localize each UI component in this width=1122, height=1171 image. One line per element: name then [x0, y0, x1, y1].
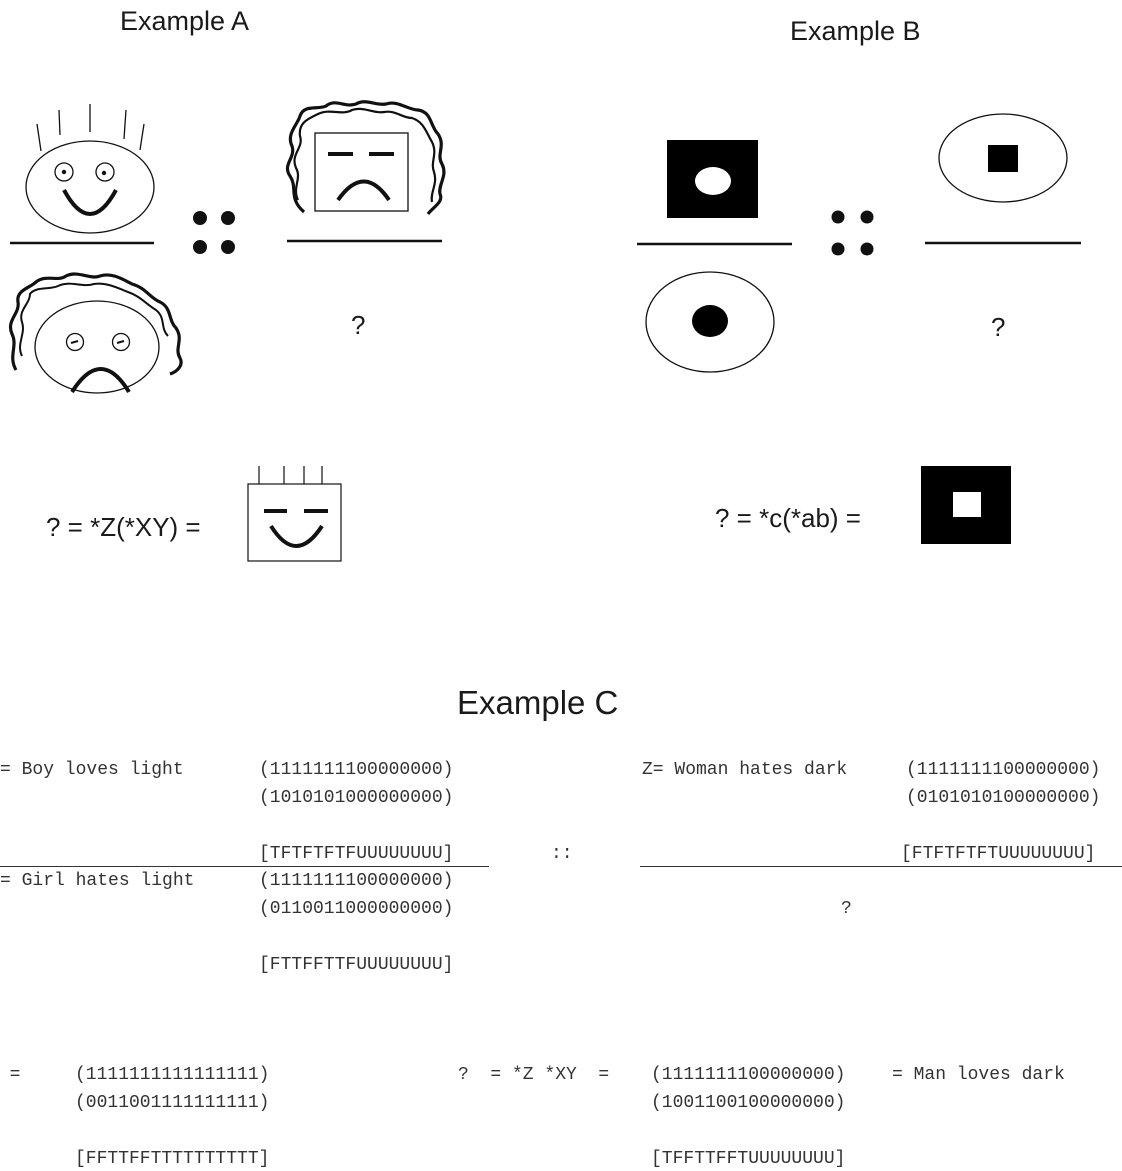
example-b-title: Example B	[790, 16, 921, 47]
woman-bits-a: (1111111100000000)	[906, 761, 1100, 779]
y-label-clip: Y =	[0, 1066, 46, 1090]
girl-truth-vector: [FTTFFTTFUUUUUUUU]	[259, 956, 453, 974]
girl-bits-a: (1111111100000000)	[259, 872, 453, 890]
example-a-question-mark: ?	[351, 310, 365, 341]
example-c-question-mark: ?	[841, 900, 852, 918]
boy-truth-vector: [TFTFTFTFUUUUUUUU]	[259, 845, 453, 863]
y-bits-b: (0011001111111111)	[75, 1094, 269, 1112]
man-loves-dark-label: = Man loves dark	[892, 1066, 1065, 1084]
example-b-question-mark: ?	[991, 312, 1005, 343]
y-truth-vector: [FFTTFFTTTTTTTTTT]	[75, 1150, 269, 1168]
girl-hates-light-label: = Girl hates light	[0, 872, 194, 890]
boy-bits-a: (1111111100000000)	[259, 761, 453, 779]
woman-hates-dark-label: Z= Woman hates dark	[642, 761, 847, 779]
woman-bits-b: (0101010100000000)	[906, 789, 1100, 807]
top-left-divider	[0, 866, 489, 867]
black-square-white-square-figure	[0, 0, 1, 1]
result-truth-vector: [TFFTTFFTUUUUUUUU]	[651, 1150, 845, 1168]
girl-bits-b: (0110011000000000)	[259, 900, 453, 918]
result-bits-a: (1111111100000000)	[651, 1066, 845, 1084]
y-equals-label: Y =	[0, 1066, 20, 1084]
example-c-title: Example C	[457, 684, 618, 722]
result-equation-label: ? = *Z *XY =	[458, 1066, 609, 1084]
y-bits-a: (1111111111111111)	[75, 1066, 269, 1084]
example-a-equation: ? = *Z(*XY) =	[46, 512, 201, 543]
example-b-equation: ? = *c(*ab) =	[715, 503, 861, 534]
result-bits-b: (1001100100000000)	[651, 1094, 845, 1112]
analogy-separator: ::	[551, 845, 573, 863]
top-right-divider	[640, 866, 1122, 867]
example-a-title: Example A	[120, 6, 249, 37]
boy-bits-b: (1010101000000000)	[259, 789, 453, 807]
woman-truth-vector: [FTFTFTFTUUUUUUUU]	[901, 845, 1095, 863]
boy-loves-light-label: = Boy loves light	[0, 761, 184, 779]
